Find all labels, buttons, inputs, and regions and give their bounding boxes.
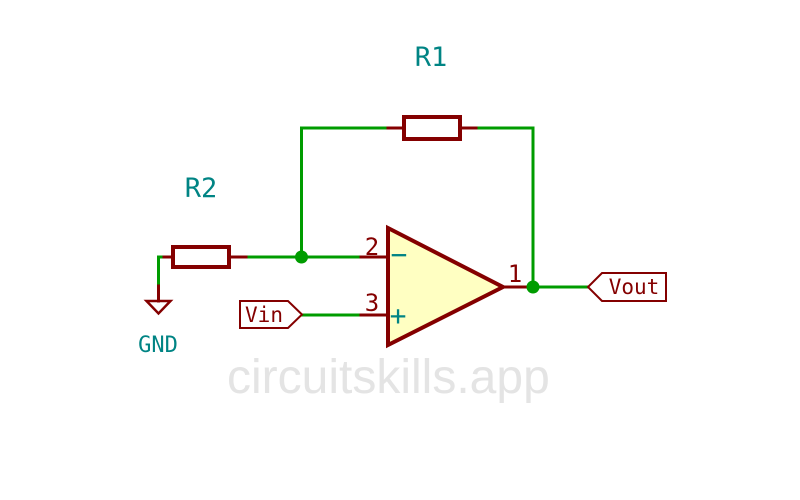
- r1-reference-label: R1: [415, 42, 448, 73]
- gnd-label: GND: [138, 333, 178, 358]
- vin-port-flag: Vin: [239, 300, 304, 329]
- r2-reference-label: R2: [185, 173, 218, 204]
- vout-port-flag: Vout: [586, 272, 667, 302]
- opamp-triangle: [386, 224, 508, 349]
- vout-flag-shape: [586, 272, 667, 302]
- wire-feedback-right: [472, 126, 535, 289]
- pin-number-1: 1: [508, 260, 522, 288]
- pin-number-3: 3: [365, 289, 379, 317]
- wire-feedback-left: [300, 126, 390, 259]
- opamp-symbol: − + 2 3 1: [359, 224, 532, 349]
- inverting-input-sign: −: [391, 238, 408, 271]
- watermark-text: circuitskills.app: [227, 351, 550, 404]
- vin-label: Vin: [245, 303, 283, 327]
- pin-number-2: 2: [365, 233, 379, 261]
- resistor-r2: R2: [162, 173, 248, 269]
- wire-r2-to-gnd: [157, 255, 170, 290]
- vin-flag-shape: [239, 300, 304, 329]
- junction-dot-output: [526, 280, 540, 294]
- r2-body: [171, 245, 231, 269]
- gnd-triangle-icon: [143, 299, 174, 316]
- r1-body: [402, 115, 462, 141]
- noninverting-input-sign: +: [390, 299, 407, 332]
- resistor-r1: R1: [386, 42, 478, 141]
- junction-dot-inverting: [295, 250, 308, 264]
- vout-label: Vout: [609, 275, 660, 299]
- gnd-symbol: GND: [138, 284, 178, 358]
